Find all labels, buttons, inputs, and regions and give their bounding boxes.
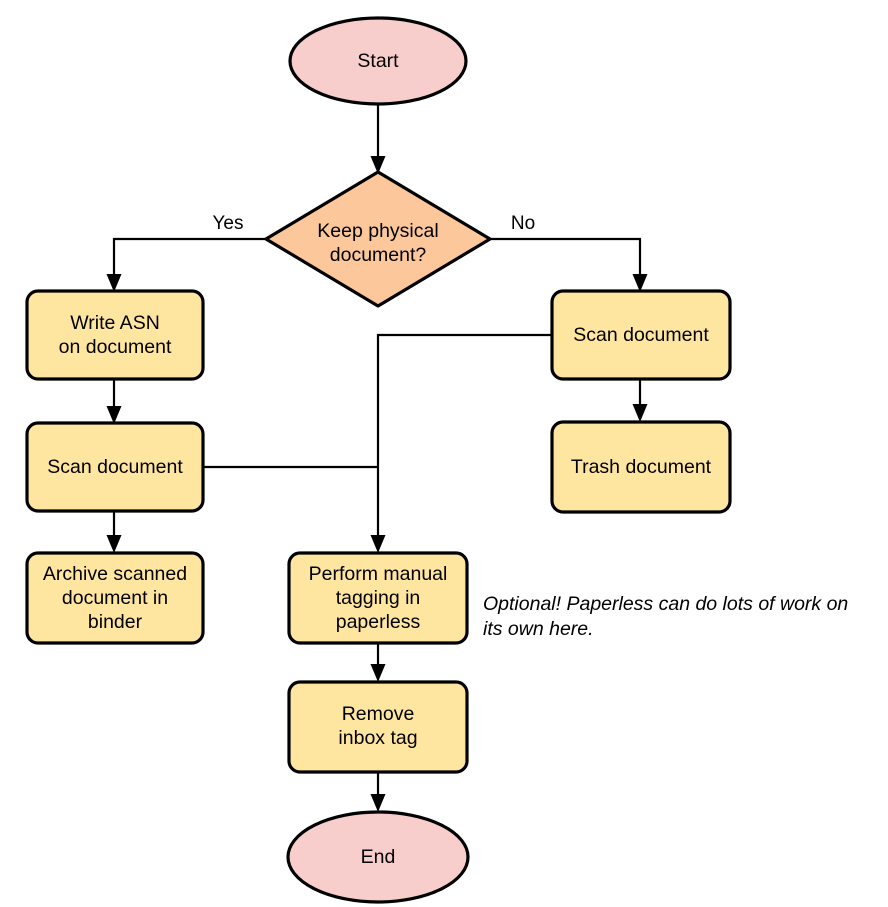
write-asn-box	[25, 289, 205, 381]
archive-label-line1: Archive scanned	[43, 563, 187, 585]
edge-decision-yes-to-write-asn	[106, 237, 266, 292]
node-remove-inbox-tag[interactable]: Remove inbox tag	[287, 680, 469, 774]
manual-tagging-label-line2: tagging in	[336, 587, 421, 609]
node-archive-scanned-document[interactable]: Archive scanned document in binder	[25, 551, 205, 645]
archive-label-line2: document in	[62, 587, 168, 609]
edge-label-no: No	[511, 213, 535, 234]
remove-inbox-tag-label-line2: inbox tag	[338, 727, 417, 749]
manual-tagging-label-line3: paperless	[336, 611, 421, 633]
edge-write-asn-to-scan-left	[106, 379, 122, 424]
node-start[interactable]: Start	[288, 16, 468, 106]
node-end[interactable]: End	[286, 810, 470, 904]
trash-document-label: Trash document	[571, 456, 712, 478]
start-label: Start	[357, 50, 399, 72]
edge-label-yes: Yes	[213, 213, 244, 234]
decision-label-line2: document?	[330, 244, 427, 266]
node-scan-document-left[interactable]: Scan document	[25, 421, 205, 513]
annotation-line2: its own here.	[483, 618, 594, 640]
write-asn-label-line2: on document	[59, 336, 172, 358]
end-label: End	[361, 846, 396, 868]
decision-label-line1: Keep physical	[317, 220, 438, 242]
edge-start-to-decision	[370, 103, 386, 174]
scan-document-left-box	[25, 421, 205, 513]
edge-manual-tagging-to-remove-inbox-tag	[370, 642, 386, 682]
edge-decision-no-to-scan-right	[490, 237, 648, 292]
decision-diamond	[264, 170, 492, 308]
manual-tagging-box	[287, 551, 469, 645]
edge-remove-inbox-tag-to-end	[370, 771, 386, 812]
end-ellipse	[286, 810, 470, 904]
archive-label-line3: binder	[88, 611, 143, 633]
node-scan-document-right[interactable]: Scan document	[550, 289, 732, 381]
annotation-line1: Optional! Paperless can do lots of work …	[483, 593, 848, 615]
edge-scan-right-to-trash	[632, 379, 648, 422]
node-write-asn[interactable]: Write ASN on document	[25, 289, 205, 381]
manual-tagging-label-line1: Perform manual	[309, 563, 448, 585]
scan-document-left-label: Scan document	[47, 456, 183, 478]
node-decision-keep-physical-document[interactable]: Keep physical document?	[264, 170, 492, 308]
trash-document-box	[550, 420, 732, 514]
start-ellipse	[288, 16, 468, 106]
scan-document-right-box	[550, 289, 732, 381]
scan-document-right-label: Scan document	[573, 324, 709, 346]
archive-box	[25, 551, 205, 645]
remove-inbox-tag-label-line1: Remove	[342, 703, 415, 725]
node-perform-manual-tagging[interactable]: Perform manual tagging in paperless	[287, 551, 469, 645]
edge-scan-right-to-manual-tagging	[370, 333, 552, 553]
write-asn-label-line1: Write ASN	[70, 312, 160, 334]
remove-inbox-tag-box	[287, 680, 469, 774]
edge-scan-left-to-archive	[106, 511, 122, 553]
node-trash-document[interactable]: Trash document	[550, 420, 732, 514]
annotation-note: Optional! Paperless can do lots of work …	[483, 593, 848, 640]
